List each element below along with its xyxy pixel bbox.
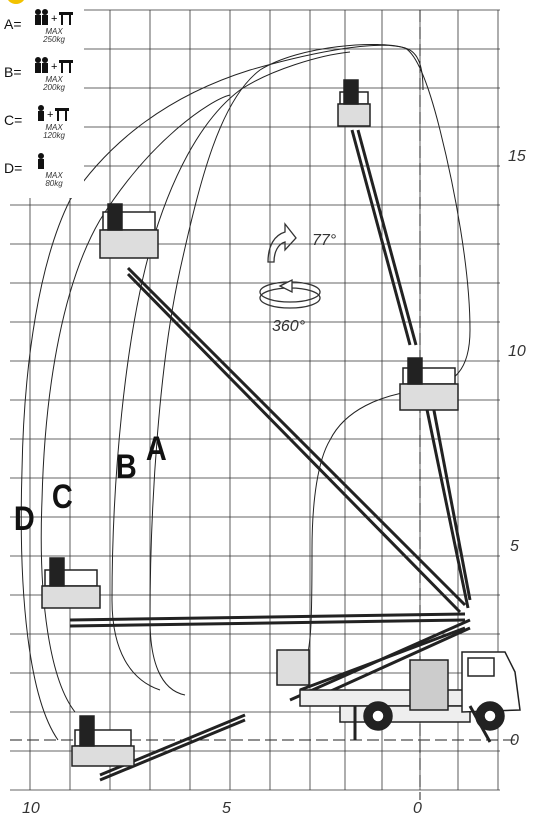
boom-top-upper (350, 129, 412, 346)
x-tick-5: 5 (222, 800, 231, 817)
y-tick-0: 0 (510, 732, 519, 749)
truck (299, 651, 521, 743)
boom-horizontal-2 (69, 618, 466, 628)
one-person-tools-icon: + (38, 105, 69, 121)
boom-horizontal-1 (69, 612, 466, 622)
envelope-label-c: C (51, 478, 73, 516)
basket-right-mid (399, 357, 459, 411)
envelope-c-outline (40, 94, 231, 713)
legend-key: C= (4, 112, 23, 128)
boom-base-tie (299, 626, 466, 692)
envelope-label-a: A (145, 430, 167, 468)
svg-text:+: + (51, 13, 57, 25)
one-person-icon (38, 153, 44, 169)
boom-mid-lower (430, 399, 472, 601)
x-tick-10: 10 (22, 800, 40, 817)
two-persons-tools-icon: + (35, 9, 73, 25)
legend-key: A= (4, 16, 22, 32)
y-tick-5: 5 (510, 538, 519, 555)
boom-top-lower (356, 129, 418, 346)
basket-top (337, 79, 371, 127)
svg-text:+: + (47, 109, 53, 121)
legend-key: B= (4, 64, 22, 80)
boom-left-high-2 (126, 272, 462, 614)
basket-stowed (276, 649, 310, 686)
legend-key: D= (4, 160, 23, 176)
basket-left-high (99, 203, 159, 259)
slew-angle-label: 360° (272, 318, 306, 335)
y-tick-15: 15 (508, 148, 526, 165)
envelope-label-b: B (115, 448, 137, 486)
envelope-label-d: D (13, 500, 35, 538)
boom-left-high-1 (126, 266, 467, 607)
y-tick-10: 10 (508, 343, 526, 360)
two-persons-tools-icon: + (35, 57, 73, 73)
envelope-a-outline (149, 44, 471, 696)
basket-low (71, 715, 135, 767)
x-tick-0: 0 (413, 800, 422, 817)
basket-left-mid (41, 557, 101, 609)
sun-logo-icon (6, 0, 26, 4)
svg-text:+: + (51, 61, 57, 73)
slew-rotate-icon (259, 278, 321, 309)
tilt-angle-label: 77° (312, 232, 337, 249)
tilt-arrow-icon (267, 222, 297, 263)
boom-mid-upper (423, 399, 470, 609)
boom-low-2 (99, 718, 246, 782)
